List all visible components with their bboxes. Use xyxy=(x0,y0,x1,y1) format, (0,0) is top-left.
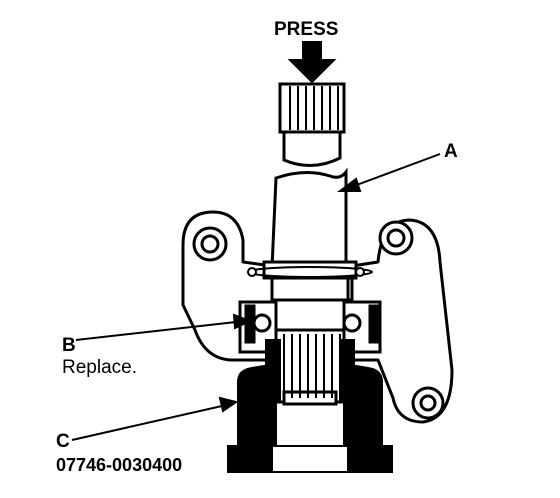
callout-b: B xyxy=(62,335,76,356)
circlip xyxy=(247,266,373,278)
callout-a: A xyxy=(444,141,458,162)
leader-b xyxy=(75,313,253,341)
press-label: PRESS xyxy=(274,19,339,40)
leader-c xyxy=(71,396,239,441)
callout-c: C xyxy=(56,431,70,452)
shaft-break-lines xyxy=(275,157,341,179)
shaft-knurling xyxy=(289,86,339,130)
press-arrow xyxy=(287,41,337,84)
tool-base-gap xyxy=(271,445,349,473)
driver-shaft xyxy=(262,82,358,302)
callout-c-tool-number: 07746-0030400 xyxy=(56,455,183,475)
hub-splines xyxy=(283,334,341,398)
callout-b-note: Replace. xyxy=(62,357,137,378)
leader-a xyxy=(337,153,441,192)
splined-hub xyxy=(274,328,346,406)
mounting-holes xyxy=(192,220,445,420)
